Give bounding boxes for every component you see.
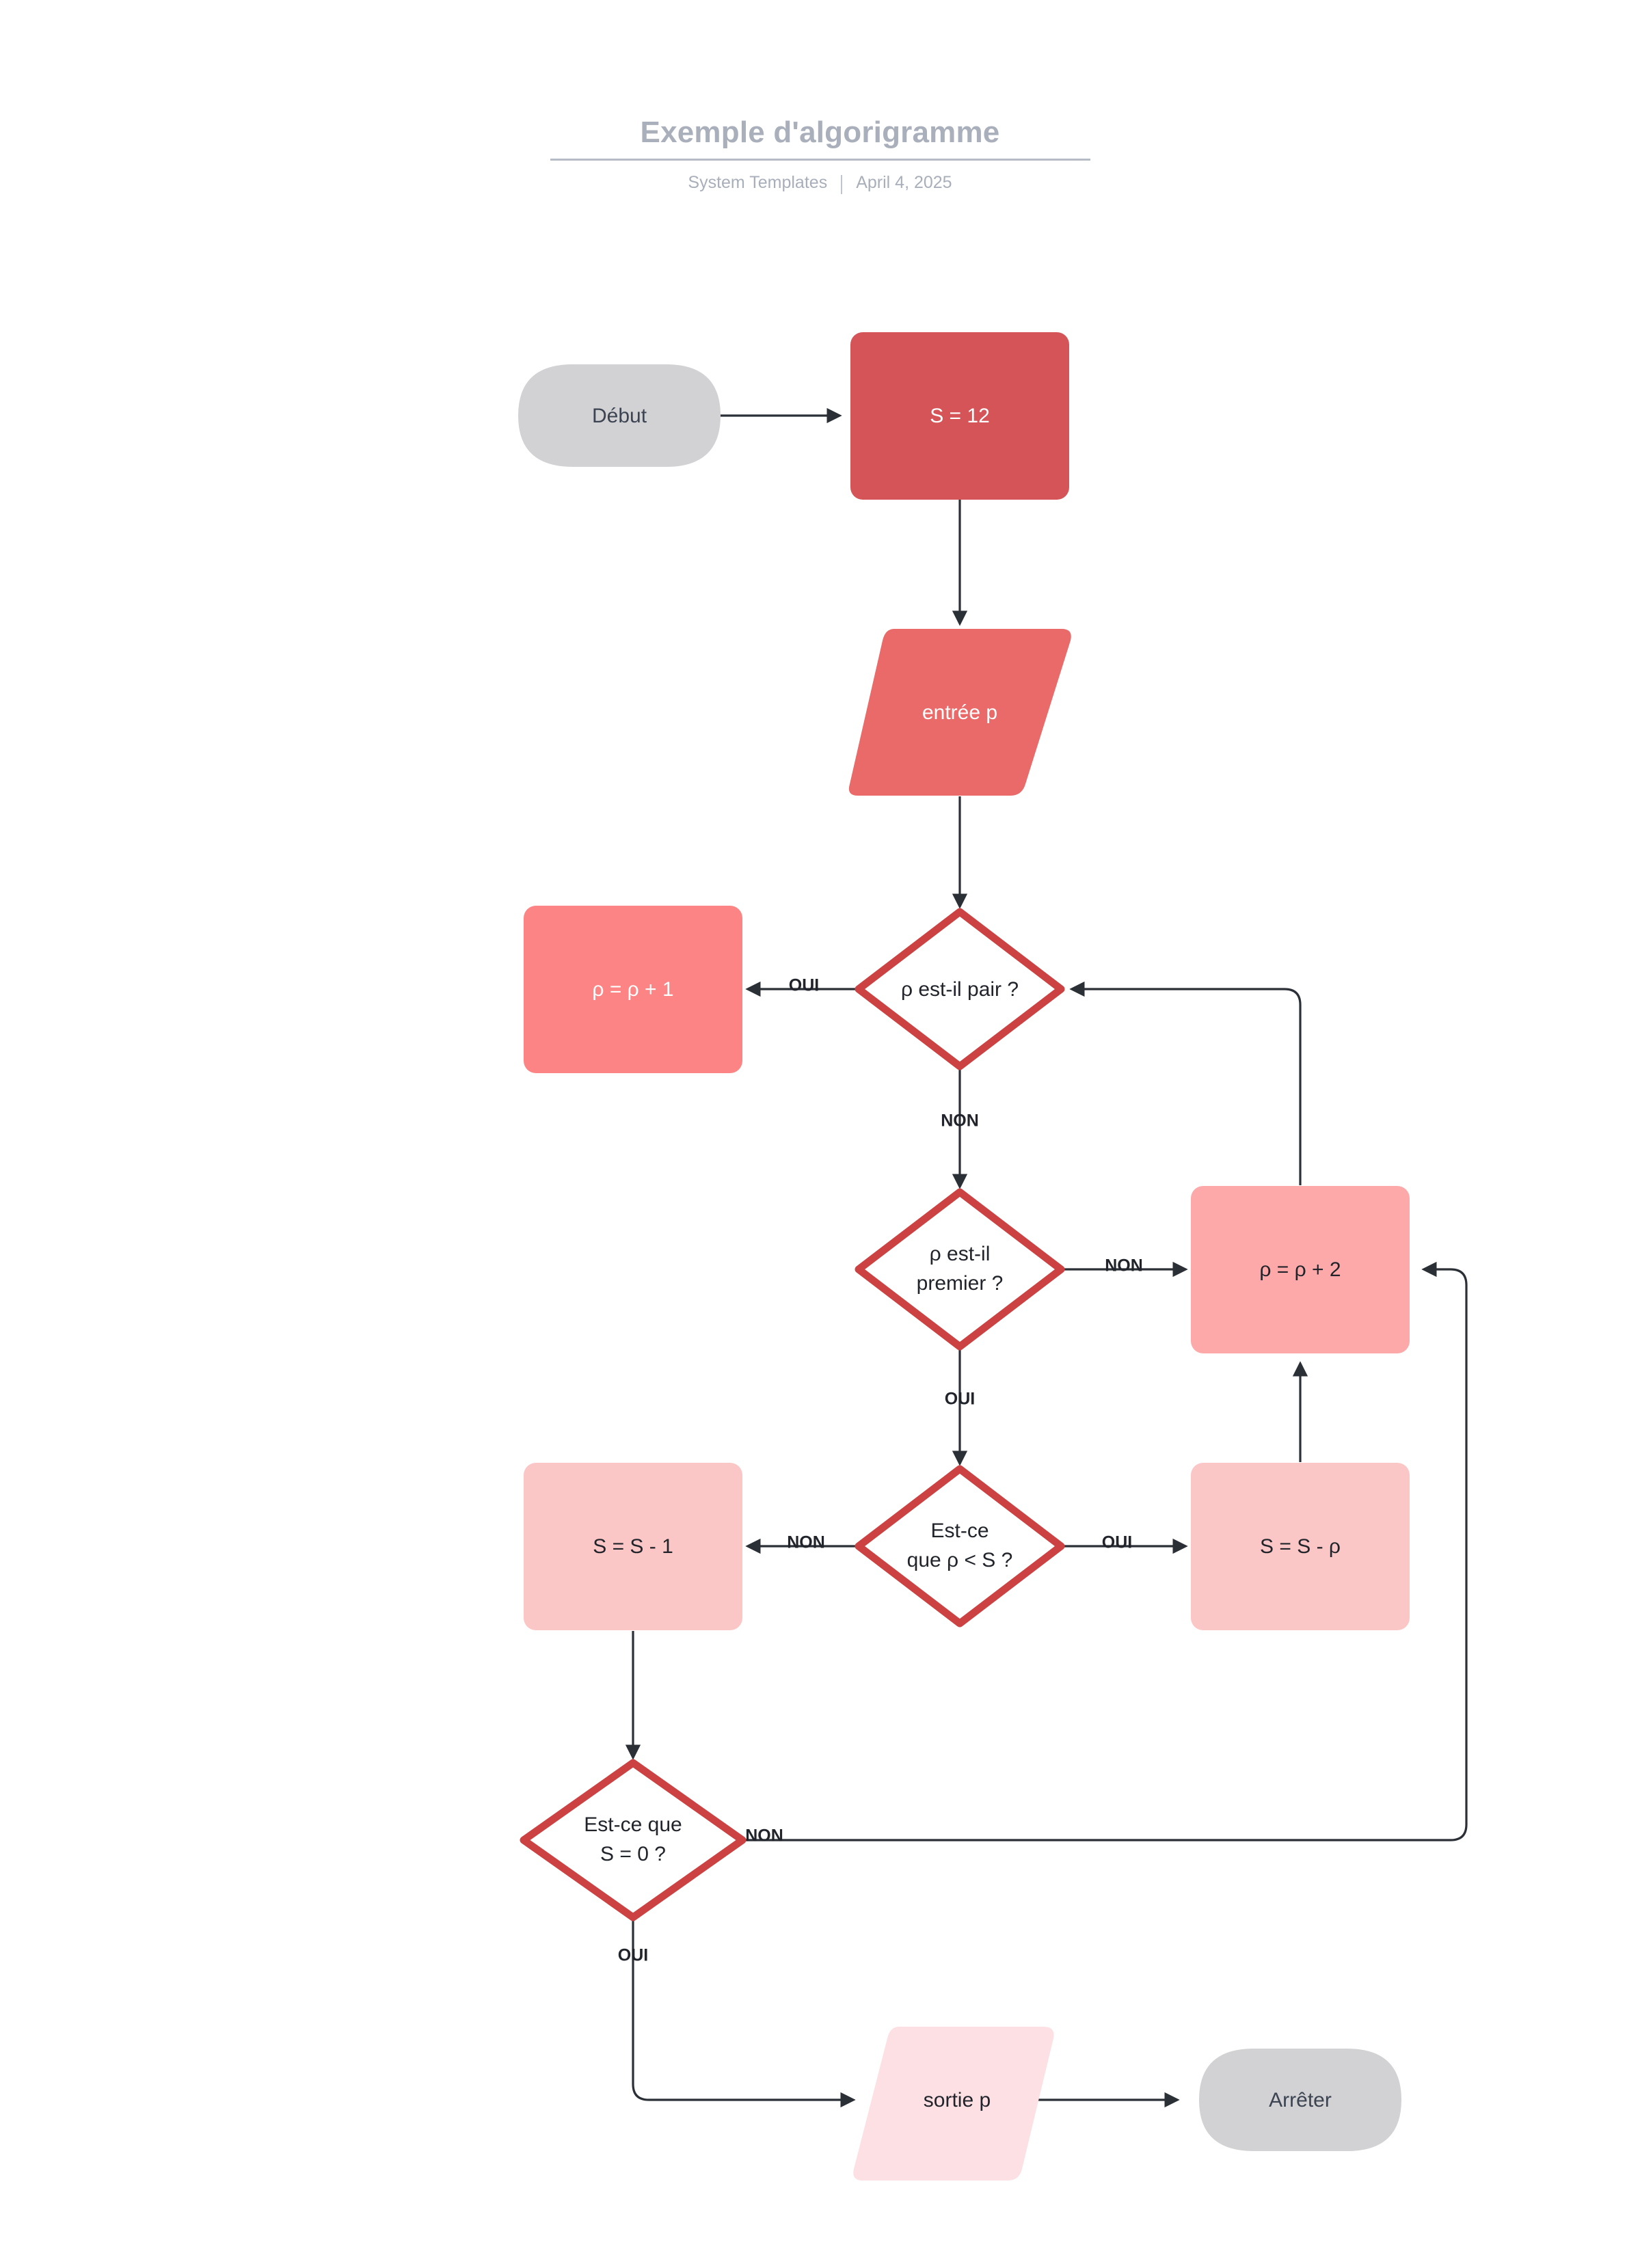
subtitle-separator	[841, 174, 843, 194]
node-label-sminusp: S = S - ρ	[1260, 1535, 1341, 1558]
entree-shape	[848, 629, 1071, 796]
pplus1-shape	[524, 906, 742, 1073]
date-label: April 4, 2025	[856, 173, 952, 193]
edge-label-szero-oui: OUI	[618, 1946, 648, 1965]
node-label-inf-line2: que ρ < S ?	[907, 1549, 1013, 1571]
node-label-szero-line2: S = 0 ?	[600, 1843, 666, 1865]
sminusp-shape	[1191, 1463, 1410, 1630]
node-label-inf-line1: Est-ce	[930, 1520, 989, 1542]
node-pplus2[interactable]: ρ = ρ + 2	[1191, 1186, 1410, 1353]
node-sminusp[interactable]: S = S - ρ	[1191, 1463, 1410, 1630]
edge-label-inf-non: NON	[787, 1533, 825, 1552]
node-label-entree: entrée p	[922, 701, 997, 724]
edge-label-szero-non: NON	[745, 1826, 783, 1846]
edge-layer: ρ = ρ + 1 --> ρ est-il premier ? --> ρ =…	[625, 407, 1468, 2108]
node-label-s12: S = 12	[930, 405, 990, 427]
s12-shape	[850, 332, 1069, 500]
page-title: Exemple d'algorigramme	[640, 116, 1000, 149]
node-label-szero-line1: Est-ce que	[584, 1813, 682, 1836]
node-szero[interactable]: Est-ce que S = 0 ?	[520, 1759, 747, 1921]
title-divider	[550, 159, 1090, 161]
sminus1-shape	[524, 1463, 742, 1630]
node-label-premier-line1: ρ est-il	[930, 1243, 991, 1265]
edge-label-inf-oui: OUI	[1102, 1533, 1132, 1552]
edge-szero-pplus2	[742, 1261, 1468, 1841]
sortie-shape	[853, 2027, 1054, 2181]
inf-shape	[855, 1465, 1065, 1628]
node-inf[interactable]: Est-ce que ρ < S ?	[855, 1465, 1065, 1628]
node-sminus1[interactable]: S = S - 1	[524, 1463, 742, 1630]
premier-shape	[855, 1188, 1065, 1351]
edge-label-pair-non: NON	[941, 1111, 979, 1131]
edge-label-layer: OUI NON NON OUI NON OUI NON OUI	[618, 976, 1143, 1965]
pair-shape	[855, 908, 1065, 1070]
szero-shape	[520, 1759, 747, 1921]
node-arreter[interactable]: Arrêter	[1199, 2049, 1401, 2151]
node-debut[interactable]: Début	[518, 364, 721, 467]
node-label-pplus1: ρ = ρ + 1	[592, 978, 673, 1001]
node-label-pair: ρ est-il pair ?	[901, 978, 1019, 1001]
node-label-arreter: Arrêter	[1269, 2089, 1332, 2111]
document-subtitle: System Templates April 4, 2025	[0, 173, 1640, 194]
author-label: System Templates	[688, 173, 828, 193]
node-premier[interactable]: ρ est-il premier ?	[855, 1188, 1065, 1351]
node-label-debut: Début	[592, 405, 647, 427]
node-s12[interactable]: S = 12	[850, 332, 1069, 500]
node-entree[interactable]: entrée p	[848, 629, 1071, 796]
pplus2-shape	[1191, 1186, 1410, 1353]
node-label-premier-line2: premier ?	[917, 1272, 1004, 1295]
arreter-shape	[1199, 2049, 1401, 2151]
node-sortie[interactable]: sortie p	[853, 2027, 1054, 2181]
node-label-sminus1: S = S - 1	[593, 1535, 673, 1558]
node-pplus1[interactable]: ρ = ρ + 1	[524, 906, 742, 1073]
edge-label-pair-oui: OUI	[789, 976, 819, 995]
node-pair[interactable]: ρ est-il pair ?	[855, 908, 1065, 1070]
edge-szero-sortie	[632, 1917, 856, 2108]
edge-label-premier-oui: OUI	[945, 1390, 975, 1409]
node-label-pplus2: ρ = ρ + 2	[1259, 1258, 1341, 1281]
node-label-sortie: sortie p	[924, 2089, 991, 2111]
node-layer: Début S = 12 entrée p ρ = ρ + 1	[518, 332, 1410, 2181]
debut-shape	[518, 364, 721, 467]
edge-pplus2-pair	[1069, 981, 1302, 1185]
document-header: Exemple d'algorigramme System Templates …	[0, 116, 1640, 194]
edge-label-premier-non: NON	[1105, 1256, 1143, 1275]
